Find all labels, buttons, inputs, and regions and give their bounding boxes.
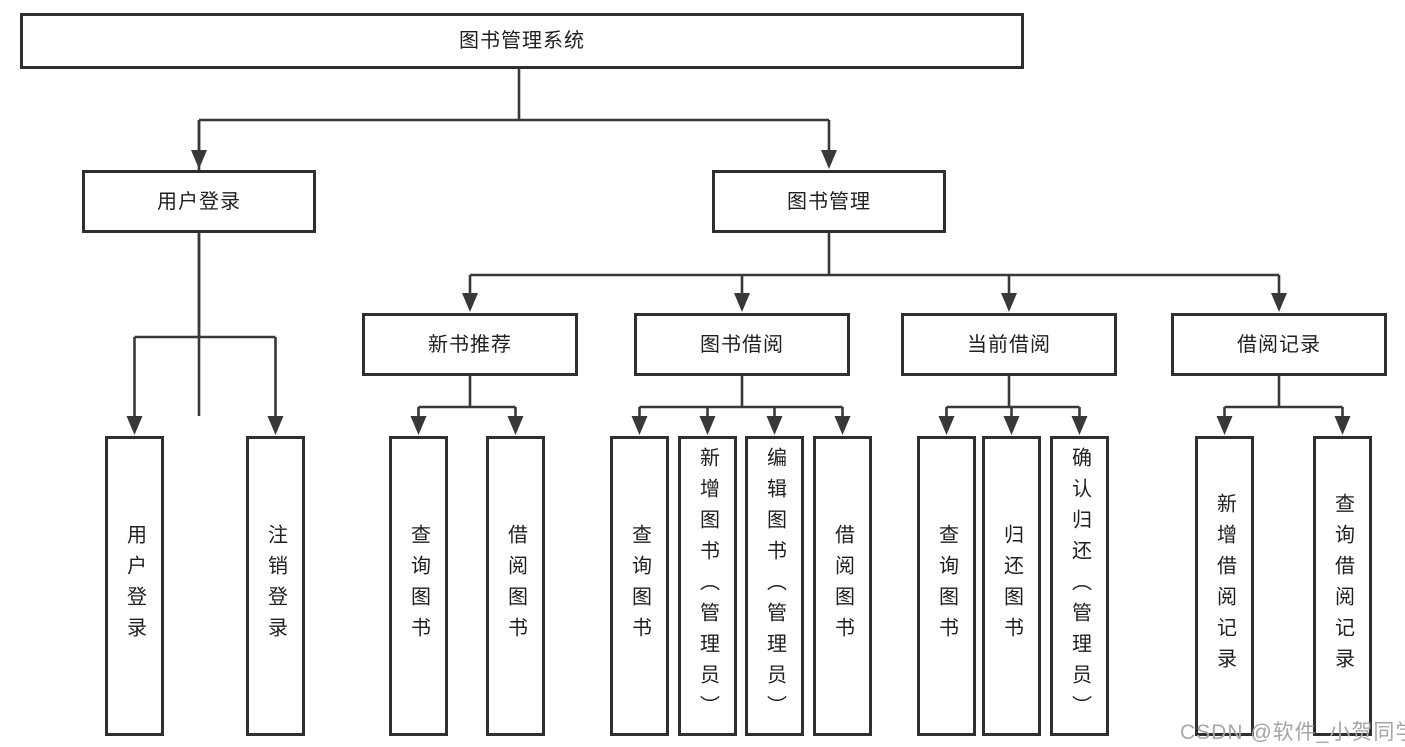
edge-book-borrow <box>638 376 844 416</box>
leaf-logout: 注销登录 <box>246 436 305 736</box>
leaf-return-book: 归还图书 <box>982 436 1041 736</box>
leaf-add-borrow-record: 新增借阅记录 <box>1195 436 1254 736</box>
arrow-icon <box>1071 416 1088 435</box>
edge-borrow-records <box>1223 376 1344 416</box>
leaf-add-book-admin: 新增图书（管理员） <box>678 436 737 736</box>
arrow-icon <box>1216 416 1233 435</box>
arrow-icon <box>126 416 143 435</box>
arrow-icon <box>766 416 783 435</box>
leaf-edit-book-admin-label: 编辑图书（管理员） <box>763 446 786 726</box>
arrow-icon <box>410 416 427 435</box>
leaf-logout-label: 注销登录 <box>264 524 287 648</box>
leaf-borrow-books-2-label: 借阅图书 <box>831 524 854 648</box>
arrow-icon <box>699 416 716 435</box>
node-current-borrow: 当前借阅 <box>901 313 1117 376</box>
leaf-borrow-books-1: 借阅图书 <box>486 436 545 736</box>
leaf-return-book-label: 归还图书 <box>1000 524 1023 648</box>
edge-current-borrow <box>945 376 1081 416</box>
leaf-user-login: 用户登录 <box>105 436 164 736</box>
arrow-icon <box>267 416 284 435</box>
leaf-confirm-return-admin: 确认归还（管理员） <box>1050 436 1109 736</box>
arrow-icon <box>1271 293 1287 312</box>
arrow-icon <box>631 416 648 435</box>
node-root: 图书管理系统 <box>20 13 1024 69</box>
arrow-icon <box>1334 416 1351 435</box>
node-book-borrow: 图书借阅 <box>634 313 850 376</box>
arrow-icon <box>507 416 524 435</box>
leaf-edit-book-admin: 编辑图书（管理员） <box>745 436 804 736</box>
arrow-icon <box>1001 293 1017 312</box>
leaf-confirm-return-admin-label: 确认归还（管理员） <box>1068 446 1091 726</box>
leaf-borrow-books-1-label: 借阅图书 <box>504 524 527 648</box>
arrow-icon <box>821 150 837 169</box>
arrow-icon <box>1003 416 1020 435</box>
edge-book-management <box>468 233 1281 293</box>
arrow-icon <box>734 293 750 312</box>
leaf-query-books-1: 查询图书 <box>389 436 448 736</box>
node-user-login: 用户登录 <box>82 170 316 233</box>
edge-user-login <box>133 233 277 416</box>
leaf-add-borrow-record-label: 新增借阅记录 <box>1213 493 1236 679</box>
node-book-management: 图书管理 <box>712 170 946 233</box>
leaf-query-books-1-label: 查询图书 <box>407 524 430 648</box>
arrow-icon <box>191 150 207 169</box>
leaf-query-books-2-label: 查询图书 <box>628 524 651 648</box>
arrow-icon <box>834 416 851 435</box>
leaf-user-login-label: 用户登录 <box>123 524 146 648</box>
csdn-watermark: CSDN @软件_小贺同学 <box>1180 721 1405 744</box>
leaf-query-books-3: 查询图书 <box>917 436 976 736</box>
leaf-query-borrow-record: 查询借阅记录 <box>1313 436 1372 736</box>
leaf-add-book-admin-label: 新增图书（管理员） <box>696 446 719 726</box>
leaf-borrow-books-2: 借阅图书 <box>813 436 872 736</box>
leaf-query-books-2: 查询图书 <box>610 436 669 736</box>
node-new-book-recommend: 新书推荐 <box>362 313 578 376</box>
node-borrow-records: 借阅记录 <box>1171 313 1387 376</box>
edge-new-book <box>417 376 517 416</box>
arrow-icon <box>462 293 478 312</box>
arrow-icon <box>938 416 955 435</box>
leaf-query-books-3-label: 查询图书 <box>935 524 958 648</box>
leaf-query-borrow-record-label: 查询借阅记录 <box>1331 493 1354 679</box>
